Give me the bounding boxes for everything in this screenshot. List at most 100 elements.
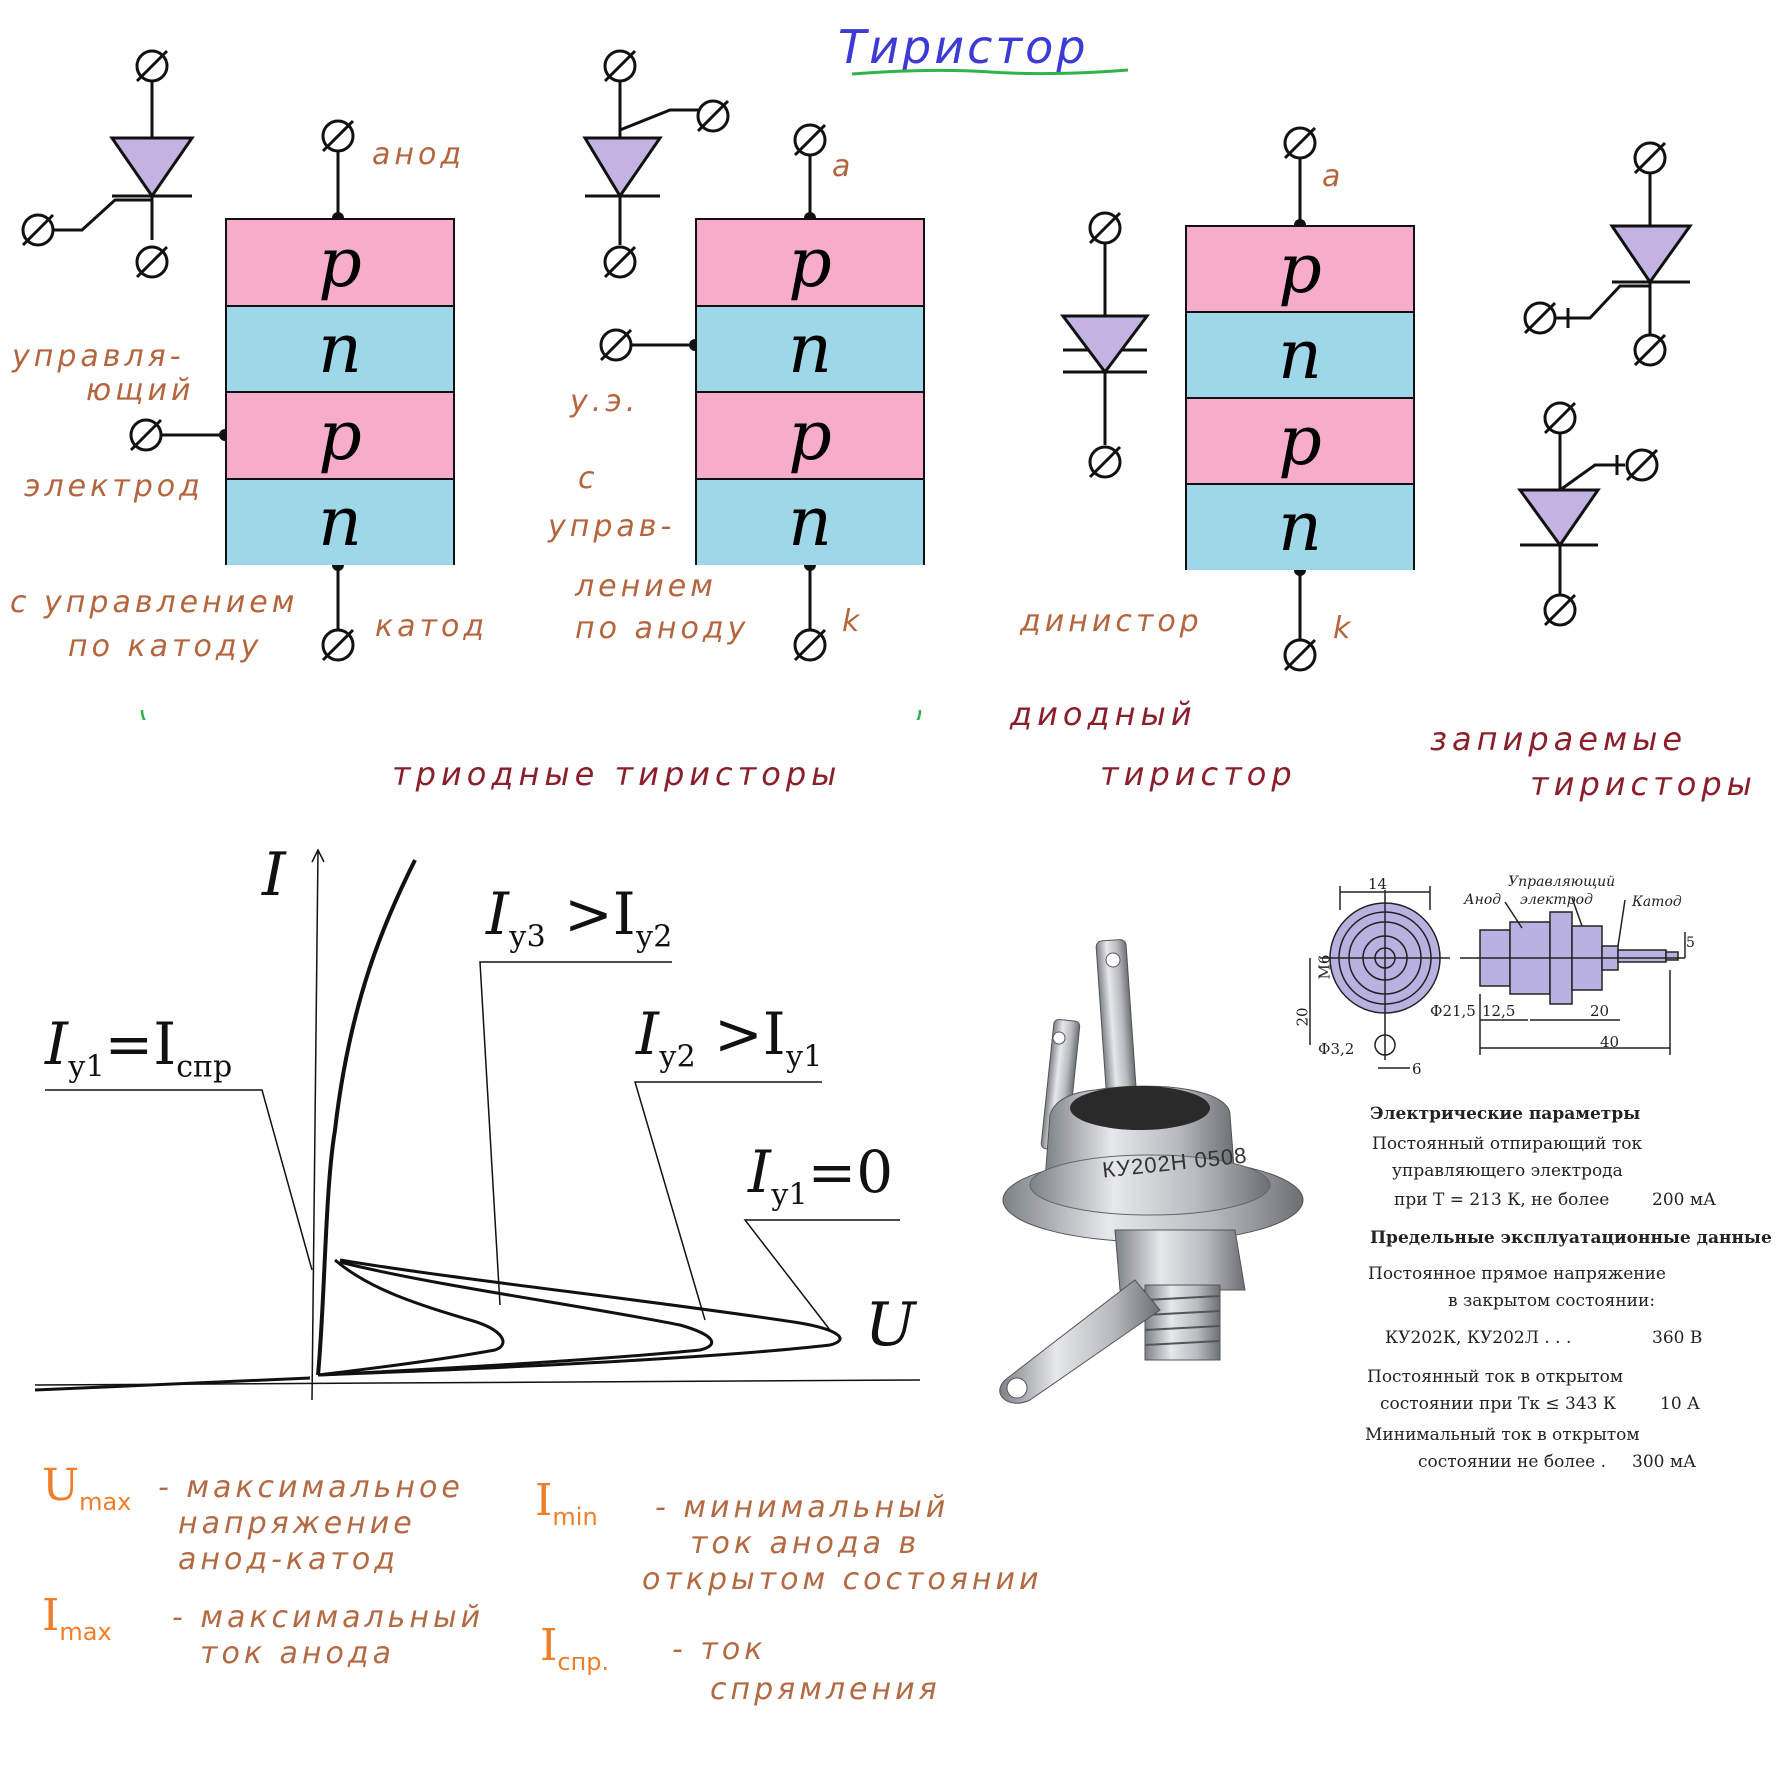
layer-n: n (227, 307, 453, 393)
thyristor-photo (999, 939, 1304, 1404)
legend-umax-text-2: напряжение (178, 1506, 416, 1541)
drawing-label-anode: Анод (1464, 892, 1502, 908)
label-lockable-1: запираемые (1430, 720, 1688, 758)
dim-40: 40 (1600, 1033, 1620, 1051)
legend-imax-text-2: ток анода (200, 1636, 395, 1671)
legend-umax-symbol: Umax (42, 1460, 132, 1516)
label-control-2: ющий (86, 373, 195, 408)
dim-20-side: 20 (1590, 1002, 1610, 1020)
legend-imin-text-3: открытом состоянии (642, 1562, 1043, 1597)
spec-line-7: Постоянный ток в открытом (1367, 1367, 1624, 1387)
legend-imin-text-1: - минимальный (655, 1490, 950, 1525)
layer-p: p (697, 393, 923, 480)
dim-m6: М6 (1315, 954, 1334, 980)
title-underline (851, 68, 1129, 76)
spec-line-6: КУ202К, КУ202Л . . . (1385, 1328, 1572, 1348)
curve-label-iy3: Iу3 >Iу2 (486, 880, 673, 955)
tech-drawing (1309, 886, 1686, 1069)
spec-line-4: Постоянное прямое напряжение (1368, 1264, 1666, 1284)
legend-ispr-text-2: спрямления (710, 1672, 941, 1707)
label-diode-2: тиристор (1100, 755, 1297, 793)
iv-curve-iy2 (317, 1260, 713, 1377)
label-cathode-control-2: по катоду (68, 629, 263, 664)
curve-label-iy2: Iу2 >Iу1 (636, 1000, 823, 1075)
page-title: Тиристор (838, 20, 1089, 74)
spec-value-10: 300 мА (1632, 1452, 1696, 1472)
legend-umax-text-1: - максимальное (158, 1470, 464, 1505)
layer-p: p (697, 220, 923, 307)
spec-heading-electrical: Электрические параметры (1370, 1104, 1641, 1124)
label-anode-control-4: по аноду (575, 611, 750, 646)
iv-on-state-branch (316, 859, 417, 1376)
spec-value-8: 10 А (1660, 1394, 1700, 1414)
layer-n: n (1187, 485, 1413, 570)
pnpn-stack-anode-control: p n p n (695, 218, 925, 565)
label-a-2: a (832, 149, 855, 184)
label-k-3: k (1333, 611, 1355, 646)
spec-line-5: в закрытом состоянии: (1448, 1291, 1656, 1311)
curve-label-iy1-ispr: Iу1=Iспр (45, 1010, 233, 1085)
curve-label-iy1-zero: Iу1=0 (748, 1138, 894, 1213)
dim-12-5: 12,5 (1482, 1002, 1516, 1020)
legend-imin-symbol: Imin (535, 1475, 598, 1531)
leader-iy3 (479, 961, 672, 1306)
dim-d3-2: Ф3,2 (1318, 1040, 1355, 1058)
drawing-label-cathode: Катод (1632, 894, 1682, 910)
x-axis-label: U (865, 1290, 916, 1360)
pnpn-stack-dinistor: p n p n (1185, 225, 1415, 570)
leader-iy2 (633, 1081, 822, 1321)
layer-p: p (1187, 399, 1413, 485)
spec-line-1: Постоянный отпирающий ток (1372, 1134, 1643, 1154)
label-k-2: k (842, 604, 864, 639)
spec-line-8: состоянии при Tк ≤ 343 К (1380, 1394, 1617, 1414)
layer-n: n (697, 480, 923, 565)
spec-line-9: Минимальный ток в открытом (1365, 1425, 1640, 1445)
pnpn-stack-cathode-control: p n p n (225, 218, 455, 565)
spec-value-6: 360 В (1652, 1328, 1703, 1348)
label-anode-control-1: с (578, 461, 599, 496)
label-cathode-control-1: с управлением (10, 585, 299, 620)
dim-20-front: 20 (1293, 1007, 1312, 1027)
label-control-1: управля- (12, 339, 185, 374)
iv-chart (34, 848, 921, 1401)
spec-heading-limits: Предельные эксплуатационные данные (1370, 1228, 1772, 1248)
legend-ispr-symbol: Iспр. (540, 1620, 610, 1676)
layer-n: n (697, 307, 923, 393)
label-anode-control-3: лением (575, 569, 717, 604)
label-control-3: электрод (24, 469, 204, 504)
dim-14: 14 (1368, 875, 1388, 893)
label-anode-control-2: управ- (548, 509, 676, 544)
spec-line-2: управляющего электрода (1392, 1161, 1623, 1181)
iv-curve-iy3 (317, 1258, 505, 1377)
label-lockable-2: тиристоры (1530, 765, 1757, 803)
label-a-3: a (1322, 159, 1345, 194)
iv-reverse-branch (34, 1376, 311, 1392)
dim-5: 5 (1686, 935, 1695, 951)
label-diode-1: диодный (1010, 695, 1197, 733)
legend-imax-text-1: - максимальный (172, 1600, 485, 1635)
y-axis-arrow (311, 848, 325, 863)
legend-umax-text-3: анод-катод (178, 1542, 399, 1577)
schematic-lines (21, 49, 1693, 720)
legend-imax-symbol: Imax (42, 1590, 112, 1646)
layer-p: p (227, 220, 453, 307)
layer-p: p (227, 393, 453, 480)
drawing-label-control-2: электрод (1520, 892, 1593, 908)
spec-value-3: 200 мА (1652, 1190, 1716, 1210)
legend-imin-text-2: ток анода в (690, 1526, 921, 1561)
label-dinistor: динистор (1020, 604, 1203, 639)
label-anode: анод (372, 137, 466, 172)
y-axis-label: I (262, 840, 286, 910)
drawing-label-control-1: Управляющий (1508, 874, 1616, 890)
dim-d21-5: Ф21,5 (1430, 1002, 1476, 1020)
leader-iy1-ispr (45, 1089, 313, 1271)
iv-curve-iy1 (317, 1258, 842, 1377)
y-axis (311, 849, 319, 1401)
label-ue: у.э. (570, 384, 640, 419)
legend-ispr-text-1: - ток (672, 1632, 767, 1667)
layer-n: n (1187, 313, 1413, 399)
dim-6: 6 (1412, 1060, 1422, 1078)
label-triode-thyristors: триодные тиристоры (392, 755, 842, 793)
label-cathode: катод (375, 609, 489, 644)
spec-line-3: при T = 213 К, не более (1394, 1190, 1610, 1210)
